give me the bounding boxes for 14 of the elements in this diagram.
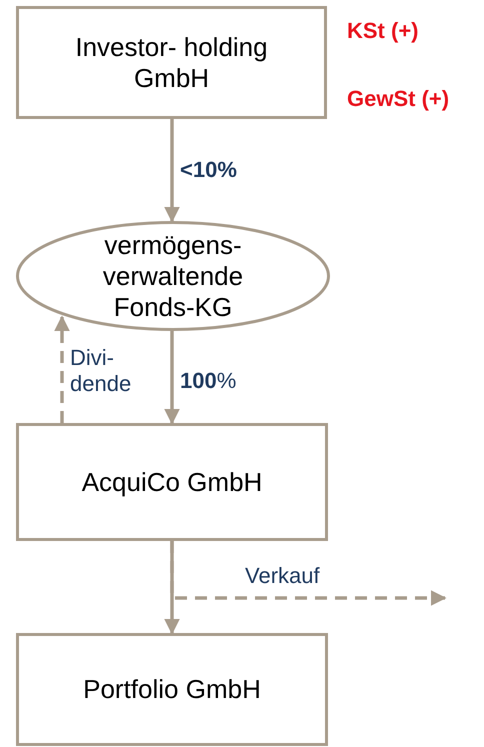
entity-box	[16, 423, 328, 541]
entity-name: Investor- holding GmbH	[74, 32, 269, 94]
entity-name: AcquiCo GmbH	[82, 466, 262, 498]
entity-ellipse	[16, 221, 330, 331]
tax-note: GewSt (+)	[347, 86, 450, 112]
entity-name: Portfolio GmbH	[83, 674, 261, 705]
entity-box	[16, 6, 327, 119]
tax-note: KSt (+)	[347, 18, 418, 44]
dashed-arrow	[54, 315, 70, 423]
arrow	[164, 119, 180, 223]
entity-box	[16, 633, 328, 746]
arrow	[164, 331, 180, 425]
dashed-arrow	[170, 541, 447, 606]
entity-name: vermögens- verwaltende Fonds-KG	[102, 230, 244, 322]
